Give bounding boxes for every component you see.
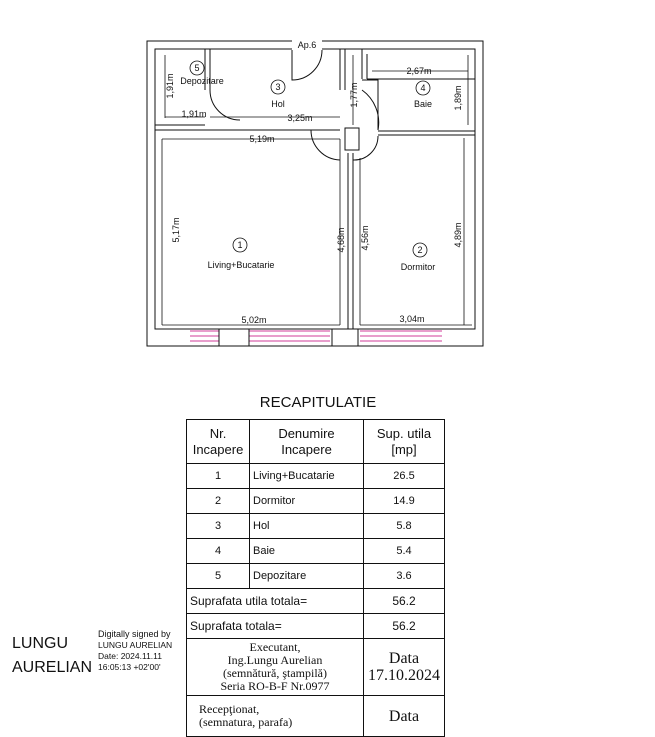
depozitare-door-swing	[209, 89, 241, 121]
dim-hol-h: 1,77m	[349, 82, 359, 107]
living-door-swing	[310, 129, 341, 161]
room-1-num: 1	[237, 240, 242, 250]
dim-baie-h: 1,89m	[453, 85, 463, 110]
dim-living-left: 5,17m	[171, 217, 181, 242]
header-area: Sup. utila[mp]	[363, 419, 445, 464]
room-5-name: Depozitare	[180, 76, 224, 86]
executant-date-cell: Data 17.10.2024	[363, 638, 445, 696]
signature-name: LUNGU AURELIAN	[12, 635, 93, 676]
executant-row: Executant, Ing.Lungu Aurelian (semnătură…	[186, 638, 445, 696]
baie-door-swing	[361, 79, 380, 131]
room-3-name: Hol	[271, 99, 285, 109]
entrance-door-swing	[291, 49, 323, 81]
room-2-num: 2	[417, 245, 422, 255]
room-4-name: Baie	[414, 99, 432, 109]
dim-depo-w: 1,91m	[181, 109, 206, 119]
total-row: Suprafata totala=56.2	[186, 613, 445, 639]
interior-walls	[155, 49, 475, 329]
room-2-name: Dormitor	[401, 262, 436, 272]
windows	[190, 330, 442, 342]
receptionat-date-cell: Data	[363, 695, 445, 737]
apartment-label: Ap.6	[298, 40, 317, 50]
signature-info: Digitally signed by LUNGU AURELIAN Date:…	[98, 629, 173, 672]
receptionat-cell: Recepţionat, (semnatura, parafa)	[186, 695, 364, 737]
dim-depo-h: 1,91m	[165, 73, 175, 98]
dim-baie-w: 2,67m	[406, 66, 431, 76]
floor-plan: Ap.6 5 Depozitare 3 Hol 4 Baie 1 Living+…	[146, 40, 484, 347]
dormitor-door-swing	[352, 135, 379, 161]
room-1-name: Living+Bucatarie	[208, 260, 275, 270]
header-nr: Nr.Incapere	[186, 419, 250, 464]
dim-living-bottom: 5,02m	[241, 315, 266, 325]
executant-cell: Executant, Ing.Lungu Aurelian (semnătură…	[186, 638, 364, 696]
dim-living-top: 5,19m	[249, 134, 274, 144]
room-3-num: 3	[275, 82, 280, 92]
room-5-num: 5	[194, 63, 199, 73]
dim-dorm-right: 4,89m	[453, 222, 463, 247]
exterior-walls	[146, 40, 484, 347]
room-4-num: 4	[420, 83, 425, 93]
dim-dorm-left: 4,56m	[360, 225, 370, 250]
total-useful-row: Suprafata utila totala=56.2	[186, 588, 445, 614]
dim-living-right: 4,68m	[336, 227, 346, 252]
dim-dorm-bottom: 3,04m	[399, 314, 424, 324]
receptionat-row: Recepţionat, (semnatura, parafa) Data	[186, 695, 445, 737]
recap-title: RECAPITULATIE	[259, 394, 377, 411]
dim-hol-w: 3,25m	[287, 113, 312, 123]
dimension-lines	[161, 55, 472, 326]
